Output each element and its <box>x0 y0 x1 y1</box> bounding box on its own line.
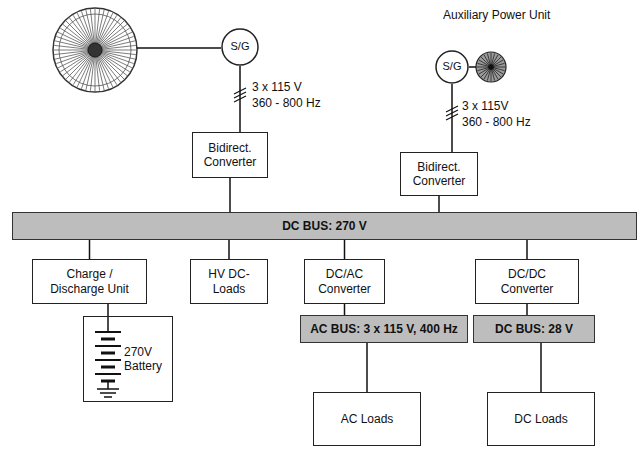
bus-bar: AC BUS: 3 x 115 V, 400 Hz <box>300 315 468 343</box>
wire <box>89 240 91 259</box>
starter-generator: S/G <box>435 50 469 84</box>
wire <box>526 304 528 315</box>
charge-unit-box: Charge / Discharge Unit <box>32 259 147 304</box>
node-text: S/G <box>443 60 462 73</box>
wire <box>344 240 346 259</box>
node-text: Bidirect. Converter <box>406 160 472 189</box>
wire <box>344 304 346 315</box>
converter-box: Bidirect. Converter <box>192 132 268 178</box>
node-text: DC Loads <box>514 412 567 426</box>
node-text: S/G <box>231 40 250 53</box>
load-box: HV DC-Loads <box>190 259 268 304</box>
node-text: DC BUS: 28 V <box>495 322 573 336</box>
node-text: DC/AC Converter <box>310 267 379 296</box>
voltage-label: 3 x 115V <box>462 99 508 113</box>
node-text: Charge / Discharge Unit <box>38 267 141 296</box>
frequency-label: 360 - 800 Hz <box>252 96 321 110</box>
battery-box: 270V Battery <box>83 316 173 402</box>
wire <box>229 178 231 212</box>
voltage-label: 3 x 115 V <box>252 80 302 94</box>
battery-symbol <box>95 316 121 397</box>
wire <box>366 343 368 392</box>
bus-bar: DC BUS: 270 V <box>12 212 637 240</box>
bus-bar: DC BUS: 28 V <box>473 315 595 343</box>
wire <box>451 84 453 152</box>
wire <box>107 304 109 316</box>
frequency-label: 360 - 800 Hz <box>462 115 531 129</box>
wire <box>228 240 230 259</box>
converter-box: Bidirect. Converter <box>400 152 478 196</box>
node-text: Bidirect. Converter <box>198 141 262 170</box>
wire <box>526 240 528 259</box>
node-text: HV DC-Loads <box>196 267 262 296</box>
starter-generator: S/G <box>221 28 259 66</box>
unit-title: Auxiliary Power Unit <box>443 8 550 22</box>
node-text: DC BUS: 270 V <box>282 219 367 233</box>
node-text: 270V Battery <box>124 345 168 374</box>
node-text: AC BUS: 3 x 115 V, 400 Hz <box>310 322 458 336</box>
load-box: AC Loads <box>313 392 421 446</box>
wire <box>540 343 542 392</box>
node-text: DC/DC Converter <box>481 267 573 296</box>
converter-box: DC/DC Converter <box>475 259 579 304</box>
shaft <box>469 66 476 68</box>
node-text: AC Loads <box>341 412 394 426</box>
shaft <box>137 47 221 49</box>
wire <box>239 66 241 132</box>
engine-fan <box>53 8 137 92</box>
wire <box>438 196 440 212</box>
load-box: DC Loads <box>487 392 595 446</box>
apu-fan <box>476 52 506 82</box>
converter-box: DC/AC Converter <box>304 259 385 304</box>
